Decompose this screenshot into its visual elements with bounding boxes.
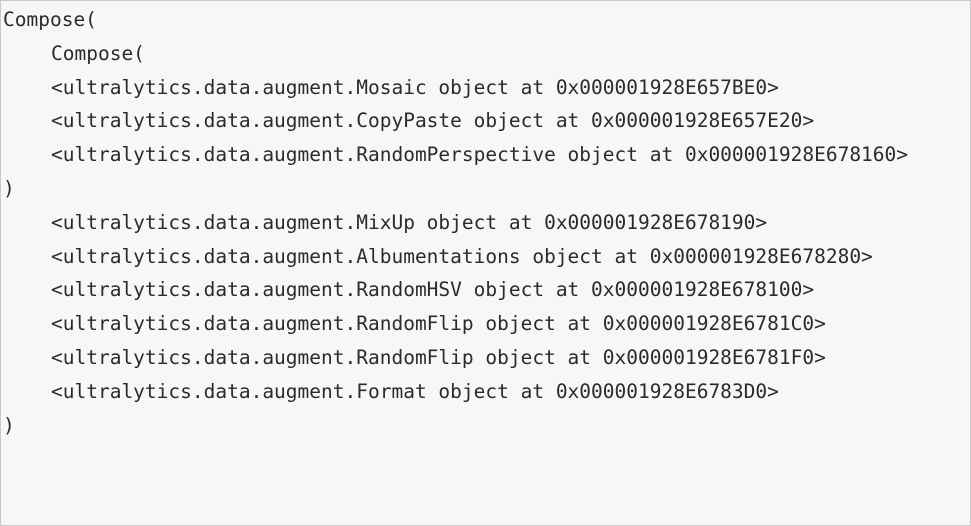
code-line-mixup: <ultralytics.data.augment.MixUp object a… xyxy=(51,210,768,234)
code-line-compose-inner-close: ) xyxy=(3,176,15,200)
code-line-compose-outer-close: ) xyxy=(3,413,15,437)
code-line-randomhsv: <ultralytics.data.augment.RandomHSV obje… xyxy=(51,278,815,302)
code-line-randomflip-1: <ultralytics.data.augment.RandomFlip obj… xyxy=(51,312,826,336)
code-line-format: <ultralytics.data.augment.Format object … xyxy=(51,379,779,403)
code-line-compose-inner-open: Compose( xyxy=(51,41,145,65)
code-line-mosaic: <ultralytics.data.augment.Mosaic object … xyxy=(51,75,779,99)
code-line-randomperspective: <ultralytics.data.augment.RandomPerspect… xyxy=(51,143,909,167)
code-block: Compose( Compose( <ultralytics.data.augm… xyxy=(3,3,908,442)
code-line-copypaste: <ultralytics.data.augment.CopyPaste obje… xyxy=(51,109,815,133)
code-line-compose-outer-open: Compose( xyxy=(3,8,97,31)
code-line-albumentations: <ultralytics.data.augment.Albumentations… xyxy=(51,244,873,268)
code-line-randomflip-2: <ultralytics.data.augment.RandomFlip obj… xyxy=(51,345,826,369)
